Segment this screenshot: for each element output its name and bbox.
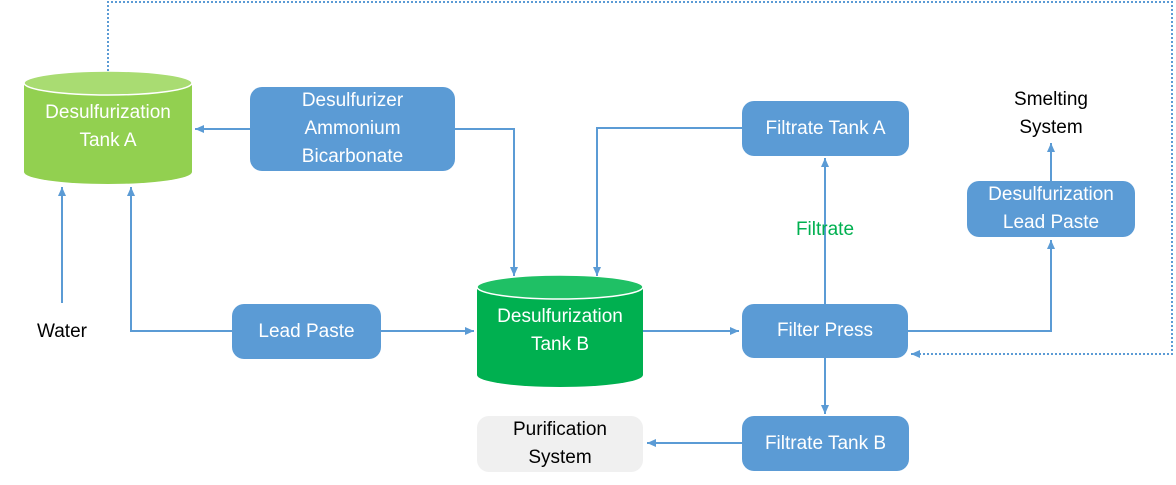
edge-filtrate-a-to-tank-b [593,127,742,276]
tank-a-cylinder [23,70,193,184]
filter-press-box: Filter Press [742,304,908,358]
desulfurizer-box: Desulfurizer Ammonium Bicarbonate [250,87,455,171]
water-label: Water [37,321,87,342]
tank-a-label: Desulfurization Tank A [45,102,171,151]
tank-b-cylinder [476,274,644,387]
edge-lead-paste-to-tank-a [127,187,232,332]
edge-filter-press-to-lead-paste-out [908,240,1055,332]
edge-desulfurizer-to-tank-b [455,128,518,276]
filtrate-edge-label: Filtrate [795,219,855,240]
desulfurization-lead-paste-box: Desulfurization Lead Paste [967,181,1135,237]
lead-paste-box: Lead Paste [232,304,381,359]
filtrate-tank-b-box: Filtrate Tank B [742,416,909,471]
purification-system-box: Purification System [477,416,643,472]
filtrate-tank-a-box: Filtrate Tank A [742,101,909,156]
tank-b-label: Desulfurization Tank B [497,306,623,355]
smelting-system-label: Smelting System [1014,89,1088,138]
edge-recycle-dotted [107,1,1173,358]
